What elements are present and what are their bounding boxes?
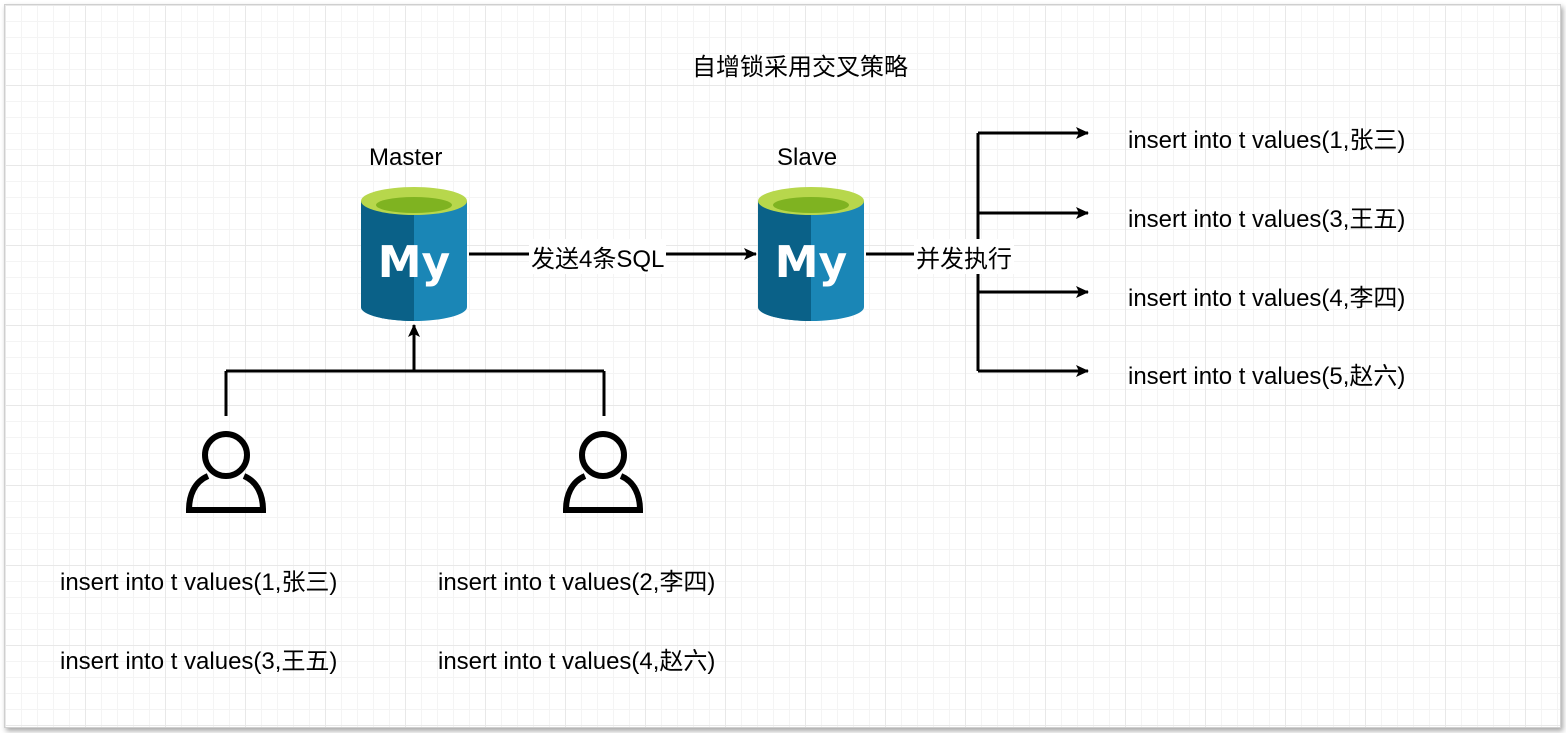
master-label: Master xyxy=(369,144,443,171)
slave-sql-item: insert into t values(1,张三) xyxy=(1128,127,1406,154)
slave-label: Slave xyxy=(777,144,838,171)
slave-sql-item: insert into t values(5,赵六) xyxy=(1128,363,1406,390)
clients-to-master-connector xyxy=(224,324,606,416)
slave-logo-text: My xyxy=(775,237,847,288)
diagram-canvas xyxy=(4,4,1561,728)
slave-sql-item: insert into t values(3,王五) xyxy=(1128,206,1406,233)
master-db-icon: My xyxy=(361,187,467,321)
client-sql-item: insert into t values(3,王五) xyxy=(60,648,338,675)
slave-sql-item: insert into t values(4,李四) xyxy=(1128,285,1406,312)
client-sql-item: insert into t values(2,李四) xyxy=(438,569,716,596)
user-icon xyxy=(562,431,644,513)
diagram-title: 自增锁采用交叉策略 xyxy=(692,54,908,81)
master-logo-text: My xyxy=(378,237,450,288)
user-icon xyxy=(185,431,267,513)
send-sql-label: 发送4条SQL xyxy=(529,239,667,274)
slave-db-icon: My xyxy=(758,187,864,321)
client-sql-item: insert into t values(1,张三) xyxy=(60,569,338,596)
client-sql-item: insert into t values(4,赵六) xyxy=(438,648,716,675)
parallel-exec-label: 并发执行 xyxy=(914,239,1014,274)
